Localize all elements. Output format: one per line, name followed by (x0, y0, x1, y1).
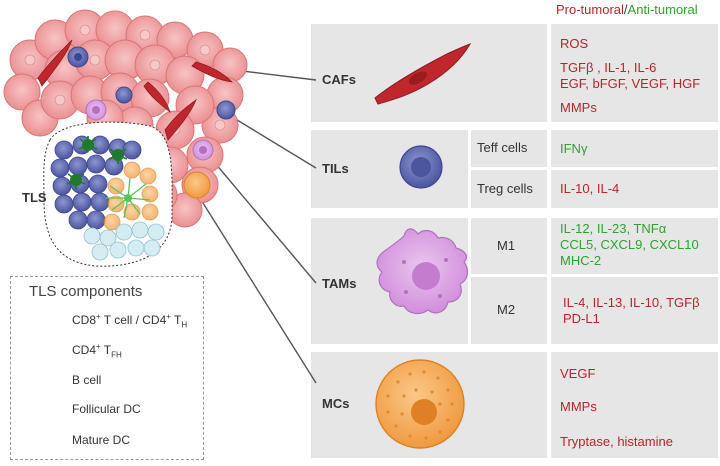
tls-components-legend: TLS components (10, 276, 204, 460)
m1-factor-1: IL-12, IL-23, TNFα (560, 221, 667, 236)
m2-name: M2 (497, 302, 516, 317)
treg-value: IL-10, IL-4 (560, 181, 620, 196)
legend-tfh-sub: FH (111, 350, 122, 360)
legend-title: TLS components (29, 283, 143, 300)
mcs-label: MCs (322, 396, 350, 411)
legend-tfh-tail: T (100, 343, 112, 357)
til-connector (223, 111, 317, 169)
m2-factor-1: IL-4, IL-13, IL-10, TGFβ (563, 295, 700, 310)
treg-name: Treg cells (477, 181, 533, 196)
mc-icon (375, 359, 465, 449)
m2-value-cell (551, 277, 718, 344)
legend-tfh: CD4+ TFH (72, 342, 122, 359)
treg-value-cell (551, 170, 718, 208)
m1-name-cell (471, 218, 547, 274)
teff-name-cell (471, 130, 547, 167)
legend-tfh-main: CD4 (72, 343, 97, 357)
m2-name-cell (471, 277, 547, 344)
mcs-factor-2: MMPs (560, 399, 597, 414)
pro-tumoral-label: Pro-tumoral (556, 2, 624, 17)
legend-cd8-main: CD8 (72, 313, 97, 327)
cafs-factor-4: MMPs (560, 100, 597, 115)
legend-tfh-sup: + (96, 342, 101, 351)
mcs-factors-panel (551, 352, 718, 458)
teff-value-cell (551, 130, 718, 167)
tils-label: TILs (322, 161, 349, 176)
legend-header: Pro-tumoral/Anti-tumoral (556, 2, 698, 18)
mcs-factor-3: Tryptase, histamine (560, 434, 673, 449)
cafs-factor-2: TGFβ , IL-1, IL-6 (560, 60, 657, 75)
header-slash: / (623, 2, 628, 17)
teff-name: Teff cells (477, 140, 528, 155)
legend-cd8-sup2: + (166, 312, 171, 321)
cafs-factor-1: ROS (560, 36, 589, 51)
m1-value-cell (551, 218, 718, 274)
legend-cd8-sup1: + (96, 312, 101, 321)
m1-factor-2: CCL5, CXCL9, CXCL10 (560, 237, 699, 252)
tls-label: TLS (22, 190, 47, 205)
mc-connector (197, 194, 317, 384)
legend-cd8-mid: T cell / CD4 (100, 313, 167, 327)
teff-value: IFNγ (560, 141, 588, 156)
cafs-factors-panel (551, 24, 718, 122)
legend-cd8-sub: H (181, 320, 188, 330)
m1-name: M1 (497, 238, 516, 253)
tam-connector (203, 149, 317, 284)
caf-connector (233, 69, 317, 81)
legend-mdc: Mature DC (72, 433, 131, 447)
tams-label: TAMs (322, 276, 357, 291)
legend-cd8: CD8+ T cell / CD4+ TH (72, 312, 187, 329)
mcs-factor-1: VEGF (560, 366, 596, 381)
m1-factor-3: MHC-2 (560, 253, 602, 268)
cafs-label: CAFs (322, 72, 356, 87)
treg-name-cell (471, 170, 547, 208)
legend-cd8-tail: T (170, 313, 182, 327)
til-icon (399, 145, 443, 189)
legend-bcell: B cell (72, 373, 102, 387)
tumor-mass (3, 9, 248, 228)
caf-icon (374, 43, 472, 105)
anti-tumoral-label: Anti-tumoral (627, 2, 698, 17)
tls-region (43, 121, 173, 267)
cafs-factor-3: EGF, bFGF, VEGF, HGF (560, 76, 701, 91)
tam-icon (376, 228, 469, 315)
m2-factor-2: PD-L1 (563, 311, 600, 326)
legend-fdc: Follicular DC (72, 402, 141, 416)
